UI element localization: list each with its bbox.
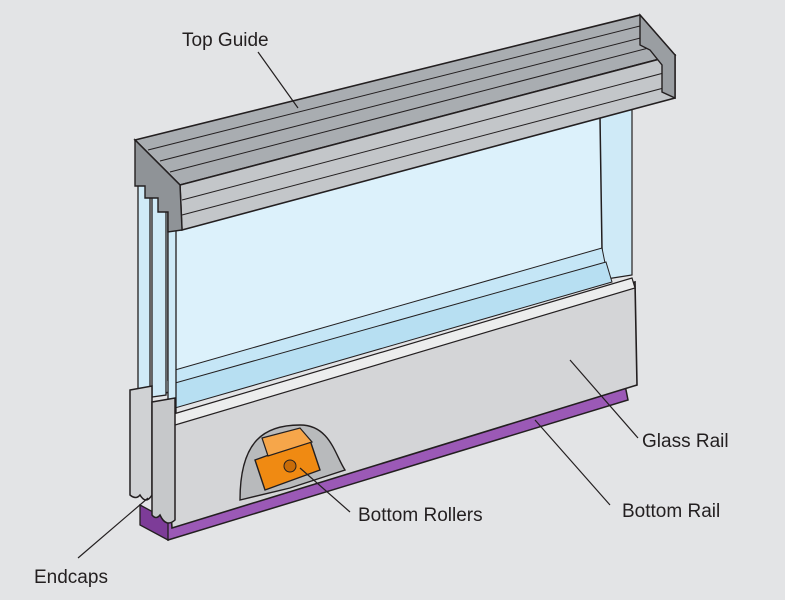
endcaps <box>129 385 176 524</box>
label-bottom-rollers: Bottom Rollers <box>358 505 483 526</box>
top-guide-profile <box>133 13 677 233</box>
leader-endcaps <box>77 497 149 559</box>
label-bottom-rail: Bottom Rail <box>622 501 721 522</box>
bottom-roller <box>239 424 347 501</box>
leader-bottom-rollers <box>299 467 351 513</box>
label-top-guide: Top Guide <box>182 30 269 51</box>
label-glass-rail: Glass Rail <box>642 431 729 452</box>
leader-glass-rail <box>569 359 639 439</box>
leader-bottom-rail <box>534 419 611 506</box>
label-endcaps: Endcaps <box>34 567 108 588</box>
leader-top-guide <box>257 51 299 109</box>
